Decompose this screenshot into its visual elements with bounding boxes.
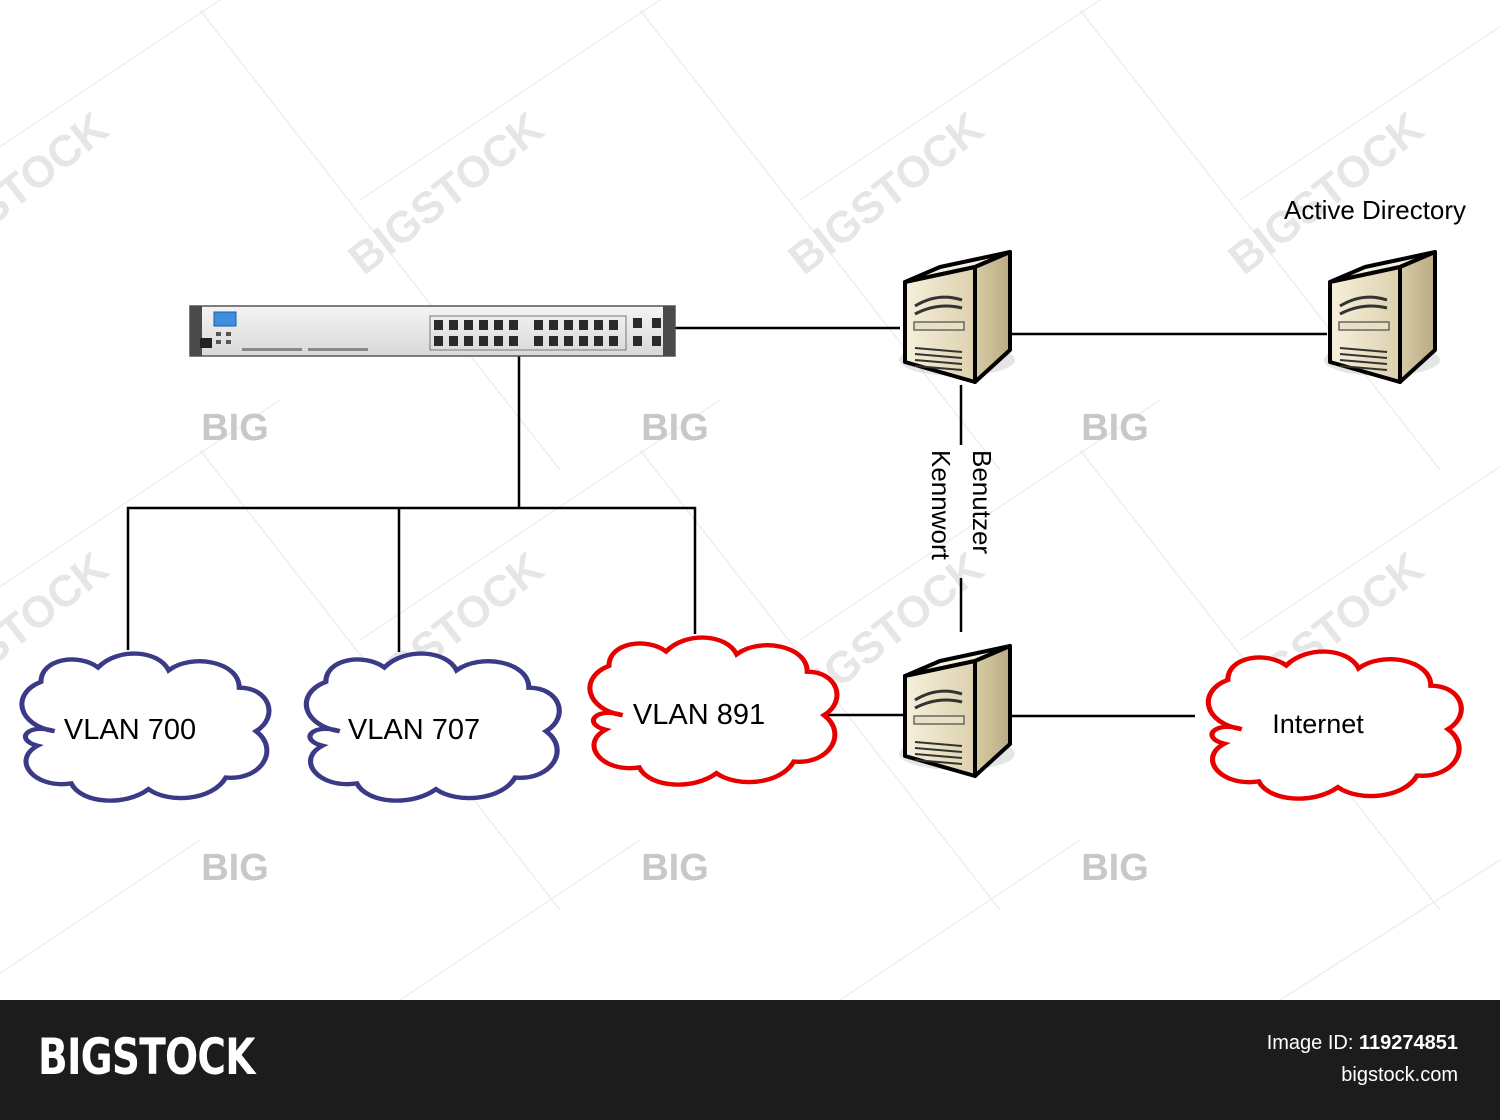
network-switch-icon[interactable]: [189, 305, 676, 357]
switch-port-frame: [429, 315, 627, 351]
watermark-tile: BIG: [201, 847, 269, 889]
switch-port: [464, 320, 473, 330]
switch-port: [579, 320, 588, 330]
switch-port: [594, 320, 603, 330]
footer-bar: BIGSTOCK Image ID: 119274851 bigstock.co…: [0, 1000, 1500, 1120]
switch-port: [534, 320, 543, 330]
switch-port: [652, 336, 661, 346]
vlan891-label: VLAN 891: [633, 699, 765, 731]
internet-label: Internet: [1272, 709, 1364, 739]
switch-port: [633, 336, 642, 346]
image-id: Image ID: 119274851: [1267, 1032, 1458, 1055]
switch-port: [652, 318, 661, 328]
switch-port: [509, 336, 518, 346]
vlan700-label: VLAN 700: [64, 714, 196, 746]
edge-label-kennwort: Kennwort: [926, 450, 956, 561]
switch-port: [594, 336, 603, 346]
switch-port: [564, 336, 573, 346]
gateway-server-icon[interactable]: [897, 644, 1017, 778]
switch-port: [449, 336, 458, 346]
watermark-tile: BIG: [1081, 847, 1149, 889]
switch-port: [579, 336, 588, 346]
watermark-tile: BIG: [641, 407, 709, 449]
watermark-logo: BIGSTOCK: [780, 103, 993, 284]
vlan707-label: VLAN 707: [348, 714, 480, 746]
watermark-tile: BIG: [1081, 407, 1149, 449]
switch-port: [479, 336, 488, 346]
active-directory-label: Active Directory: [1284, 195, 1466, 225]
site-link[interactable]: bigstock.com: [1341, 1064, 1458, 1086]
switch-port: [494, 320, 503, 330]
switch-port: [549, 336, 558, 346]
switch-port: [534, 336, 543, 346]
edge-label-benutzer: Benutzer: [967, 450, 997, 554]
switch-port: [479, 320, 488, 330]
switch-port: [434, 320, 443, 330]
network-diagram: BIGSTOCK BIGSTOCK BIGSTOCK BIGSTOCK BIGS…: [0, 0, 1500, 1000]
watermark-tile: BIG: [201, 407, 269, 449]
switch-port: [434, 336, 443, 346]
switch-port: [564, 320, 573, 330]
watermark: [0, 0, 1500, 1000]
switch-port: [609, 336, 618, 346]
watermark-logo: BIGSTOCK: [1220, 103, 1433, 284]
switch-port: [633, 318, 642, 328]
switch-port: [494, 336, 503, 346]
switch-port: [549, 320, 558, 330]
image-id-value: 119274851: [1358, 1032, 1458, 1054]
active-directory-server-icon[interactable]: [1322, 250, 1442, 384]
switch-port: [509, 320, 518, 330]
switch-port: [464, 336, 473, 346]
watermark-logo: BIGSTOCK: [0, 103, 118, 284]
switch-port: [609, 320, 618, 330]
proxy-server-icon[interactable]: [897, 250, 1017, 384]
brand-logo[interactable]: BIGSTOCK: [38, 1028, 255, 1086]
switch-port: [449, 320, 458, 330]
edge-switch-vlan-bus: [126, 506, 697, 650]
watermark-logo: BIGSTOCK: [340, 103, 553, 284]
image-id-label: Image ID:: [1266, 1032, 1354, 1054]
watermark-tile: BIG: [641, 847, 709, 889]
